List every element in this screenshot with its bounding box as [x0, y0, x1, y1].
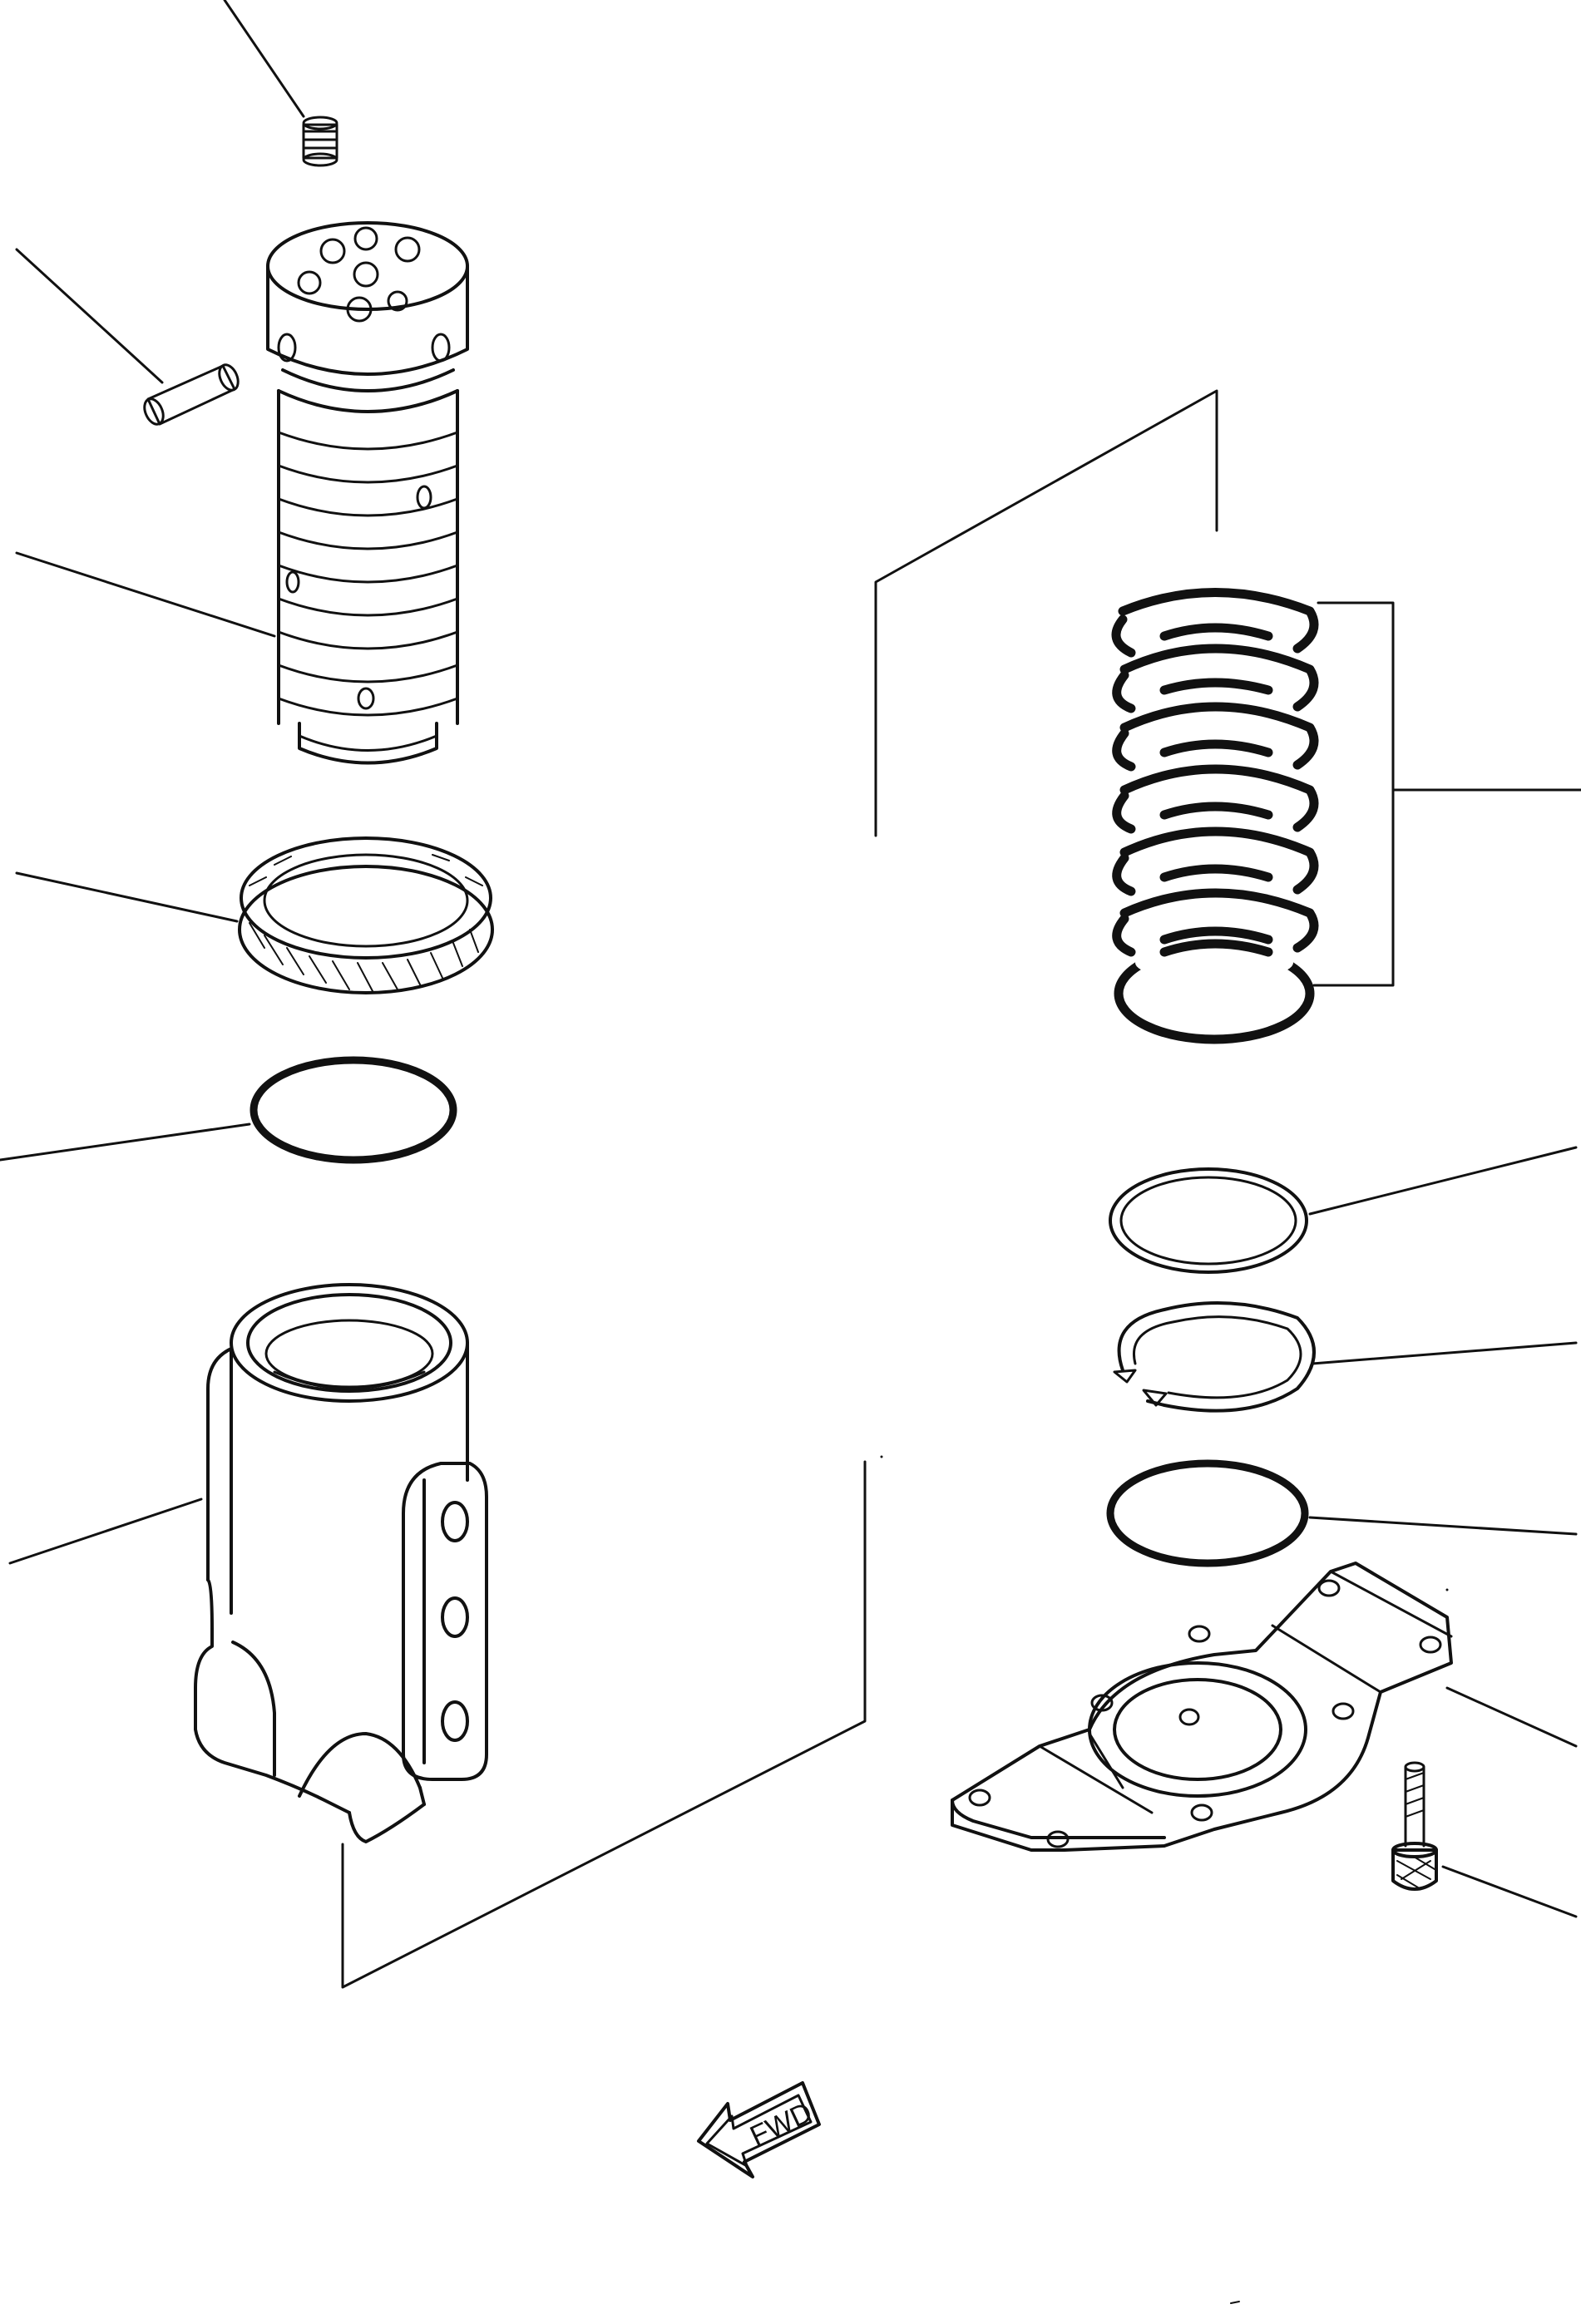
leader-line-set-screw: [223, 0, 305, 118]
seal-ring-stack: [1111, 588, 1319, 1044]
thrust-ring: [238, 836, 494, 994]
group-bracket-line: [341, 1460, 867, 1989]
speck-dash: [1230, 2301, 1240, 2304]
snap-ring: [1113, 1301, 1316, 1413]
leader-line-ring-group: [874, 389, 1218, 837]
ring-stack-bracket: [1312, 601, 1581, 987]
backup-ring: [1109, 1167, 1308, 1274]
fwd-orientation-arrow: FWD: [697, 2081, 821, 2178]
speck: [1445, 1588, 1449, 1591]
leader-line-thrust-ring: [15, 871, 239, 923]
leader-line-dowel-pin: [15, 248, 164, 384]
leader-line-o-ring-left: [0, 1123, 251, 1162]
leader-line-housing: [8, 1498, 203, 1565]
leader-line-backup-ring: [1308, 1146, 1578, 1216]
leader-line-snap-ring: [1311, 1341, 1578, 1365]
dowel-pin: [143, 363, 240, 426]
cover-plate: [951, 1562, 1453, 1852]
o-ring-right: [1106, 1459, 1309, 1567]
speck: [880, 1455, 883, 1458]
leader-line-cap-screw: [1441, 1865, 1578, 1918]
cap-screw: [1391, 1761, 1438, 1891]
o-ring-left: [250, 1056, 457, 1164]
leader-line-rotor: [15, 551, 276, 638]
set-screw-plug: [302, 116, 338, 167]
leader-line-cover-plate: [1445, 1686, 1578, 1748]
leader-line-o-ring-right: [1308, 1516, 1578, 1536]
swivel-housing: [194, 1283, 488, 1843]
swivel-rotor: [266, 221, 469, 765]
